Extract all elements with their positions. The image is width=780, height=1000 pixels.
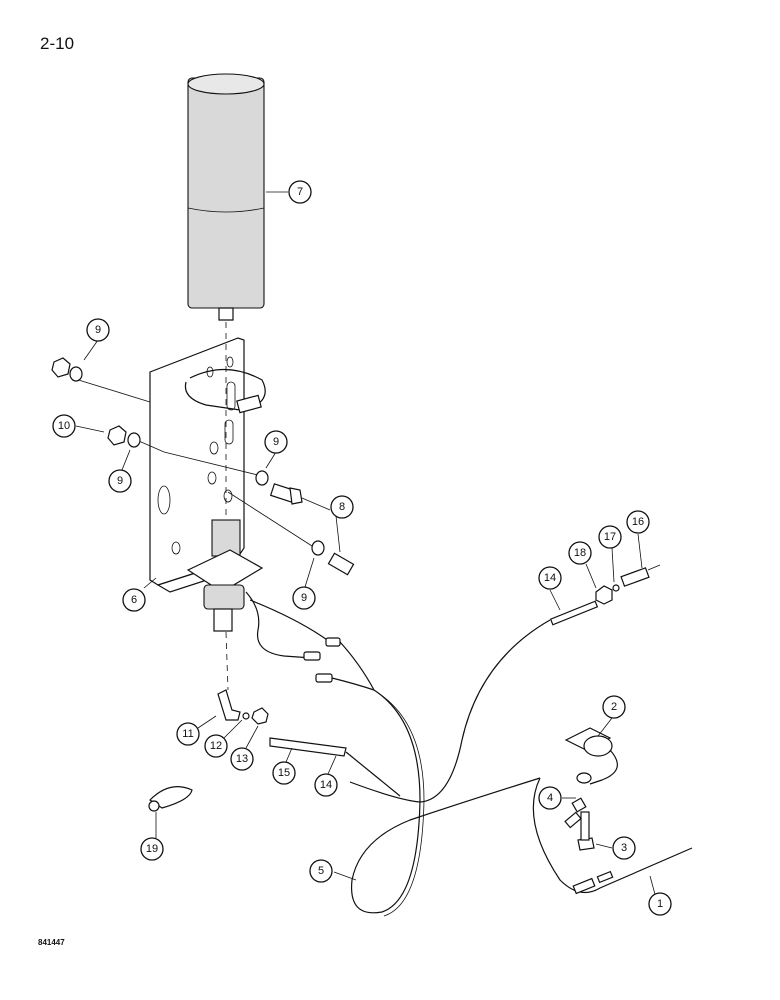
nut-and-washer-lower: [107, 425, 141, 448]
callout-14-upper: 14: [538, 566, 562, 590]
svg-text:1: 1: [657, 898, 663, 910]
callout-9-right: 9: [264, 430, 288, 454]
wire-harness: [245, 591, 375, 691]
svg-text:18: 18: [574, 547, 586, 559]
callout-17: 17: [598, 525, 622, 549]
fitting-assembly-right: [595, 564, 661, 605]
line-tube: [349, 619, 551, 803]
callout-9-upper-left: 9: [86, 318, 110, 342]
callout-7: 7: [288, 180, 312, 204]
callout-15: 15: [272, 761, 296, 785]
elbow-fitting: [217, 689, 269, 725]
battery-cable: [532, 777, 693, 895]
svg-text:5: 5: [318, 865, 324, 877]
nut-and-washer-upper: [51, 357, 83, 382]
callout-13: 13: [230, 747, 254, 771]
svg-text:16: 16: [632, 516, 644, 528]
svg-text:7: 7: [297, 186, 303, 198]
leader-lines: [75, 191, 657, 899]
svg-text:15: 15: [278, 767, 290, 779]
svg-text:3: 3: [621, 842, 627, 854]
svg-text:8: 8: [339, 501, 345, 513]
svg-text:9: 9: [117, 475, 123, 487]
callout-14-lower: 14: [314, 773, 338, 797]
svg-text:2: 2: [611, 701, 617, 713]
callout-1: 1: [648, 892, 672, 916]
strap: [148, 786, 193, 812]
svg-text:19: 19: [146, 843, 158, 855]
callout-3: 3: [612, 836, 636, 860]
svg-text:13: 13: [236, 753, 248, 765]
page-number: 2-10: [40, 34, 75, 53]
cylinder-part: [187, 73, 265, 321]
svg-text:10: 10: [58, 420, 70, 432]
callout-18: 18: [568, 541, 592, 565]
svg-text:9: 9: [301, 592, 307, 604]
callout-16: 16: [626, 510, 650, 534]
callout-2: 2: [602, 695, 626, 719]
callout-12: 12: [204, 734, 228, 758]
pressure-switch: [186, 519, 264, 632]
svg-text:11: 11: [182, 728, 193, 740]
callout-4: 4: [538, 786, 562, 810]
callout-19: 19: [140, 837, 164, 861]
callout-9-lower-left: 9: [108, 469, 132, 493]
svg-text:17: 17: [604, 531, 616, 543]
callout-10-left: 10: [52, 414, 76, 438]
svg-text:14: 14: [320, 779, 332, 791]
svg-text:6: 6: [131, 594, 137, 606]
svg-text:9: 9: [273, 436, 279, 448]
svg-text:4: 4: [547, 792, 553, 804]
cable-loop: [350, 689, 541, 914]
svg-text:14: 14: [544, 572, 556, 584]
bolt-upper: [255, 470, 303, 505]
ground-switch: [564, 727, 618, 813]
callout-9-lower-right: 9: [292, 586, 316, 610]
callout-6: 6: [122, 588, 146, 612]
callout-8: 8: [330, 495, 354, 519]
callout-5: 5: [309, 859, 333, 883]
bolt-lower: [311, 540, 355, 576]
figure-code: 841447: [38, 938, 65, 947]
sleeve: [269, 737, 347, 757]
hose-clamp: [184, 368, 266, 414]
svg-text:12: 12: [210, 740, 222, 752]
callout-11: 11: [176, 722, 200, 746]
ground-bolt: [577, 811, 595, 851]
svg-text:9: 9: [95, 324, 101, 336]
